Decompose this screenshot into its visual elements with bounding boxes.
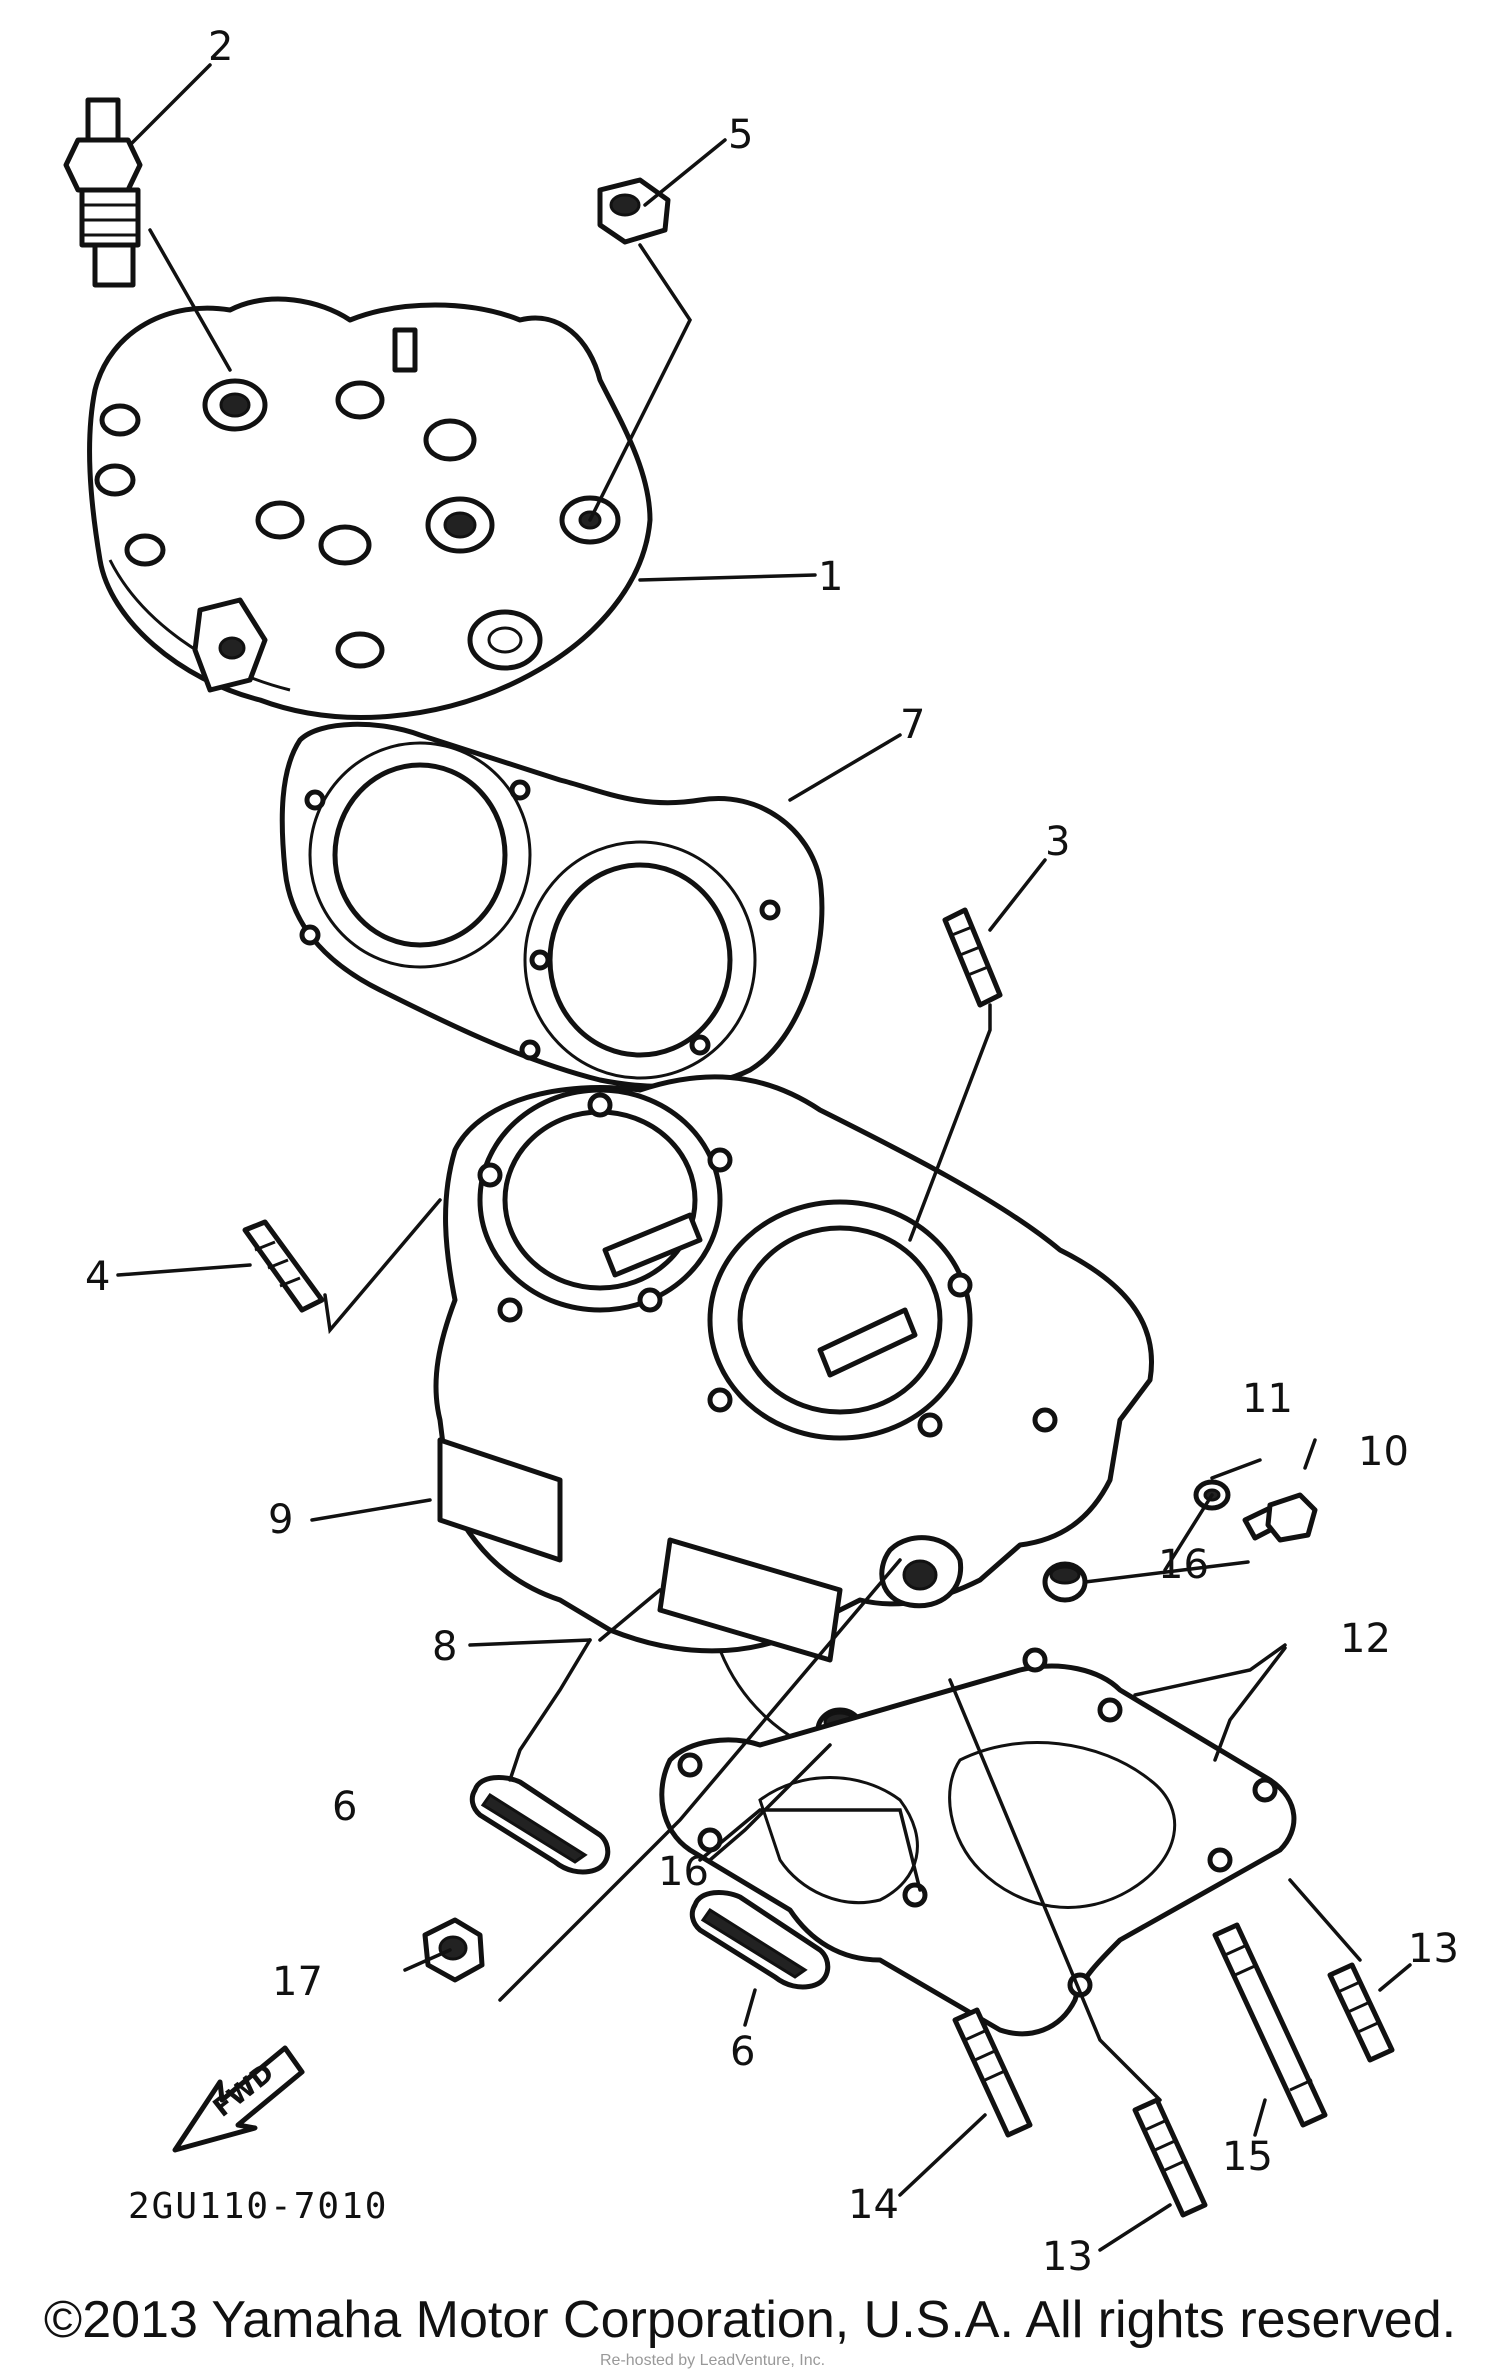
- cover-plate-right[interactable]: [689, 1890, 831, 1990]
- drain-bolt[interactable]: [1242, 1492, 1318, 1543]
- cylinder-head[interactable]: [87, 296, 653, 720]
- stud-bolt-14[interactable]: [952, 2007, 1033, 2138]
- callout-3: 3: [1045, 819, 1070, 865]
- callout-9: 9: [268, 1497, 293, 1543]
- callout-16-right: 16: [1158, 1542, 1209, 1588]
- callout-5: 5: [728, 112, 753, 158]
- diagram-code: 2GU110-7010: [128, 2186, 388, 2227]
- callout-13-bottom: 13: [1042, 2234, 1093, 2280]
- leader-lines: [116, 63, 1412, 2252]
- dowel-pin-right[interactable]: [1042, 1561, 1088, 1603]
- nut-bottom[interactable]: [422, 1917, 485, 1983]
- callout-15: 15: [1222, 2134, 1273, 2180]
- cover-plate-left[interactable]: [469, 1775, 611, 1875]
- stud-bolt-15[interactable]: [1212, 1922, 1328, 2128]
- nut-top[interactable]: [597, 177, 671, 245]
- callout-8: 8: [432, 1624, 457, 1670]
- copyright-notice: ©2013 Yamaha Motor Corporation, U.S.A. A…: [43, 2291, 1457, 2349]
- callout-2: 2: [208, 24, 233, 70]
- callout-13-right: 13: [1408, 1926, 1459, 1972]
- callout-12: 12: [1340, 1616, 1391, 1662]
- callout-4: 4: [85, 1254, 110, 1300]
- callout-10: 10: [1358, 1429, 1409, 1475]
- stud-bolt-13-right[interactable]: [1327, 1962, 1395, 2063]
- stud-bolt-upper[interactable]: [942, 907, 1003, 1008]
- stud-bolt-left[interactable]: [242, 1219, 325, 1313]
- cylinder-block[interactable]: [433, 1074, 1154, 1762]
- watermark-text: Re-hosted by LeadVenture, Inc.: [600, 2352, 826, 2369]
- callout-14: 14: [848, 2182, 899, 2228]
- callout-11: 11: [1242, 1376, 1293, 1422]
- forward-arrow-icon: FWD: [172, 2045, 305, 2153]
- callout-17: 17: [272, 1959, 323, 2005]
- callout-7: 7: [900, 702, 925, 748]
- spark-plug[interactable]: [63, 97, 143, 288]
- callout-6-right: 6: [730, 2029, 755, 2075]
- stud-bolt-13-bottom[interactable]: [1132, 2097, 1208, 2218]
- callout-6-left: 6: [332, 1784, 357, 1830]
- callout-16-left: 16: [658, 1849, 709, 1895]
- callout-numbers: 2 5 1 7 3 4 9 8 11 10 16 12 6 16 17 13 6…: [85, 24, 1459, 2280]
- head-gasket[interactable]: [279, 721, 825, 1090]
- callout-1: 1: [818, 554, 843, 600]
